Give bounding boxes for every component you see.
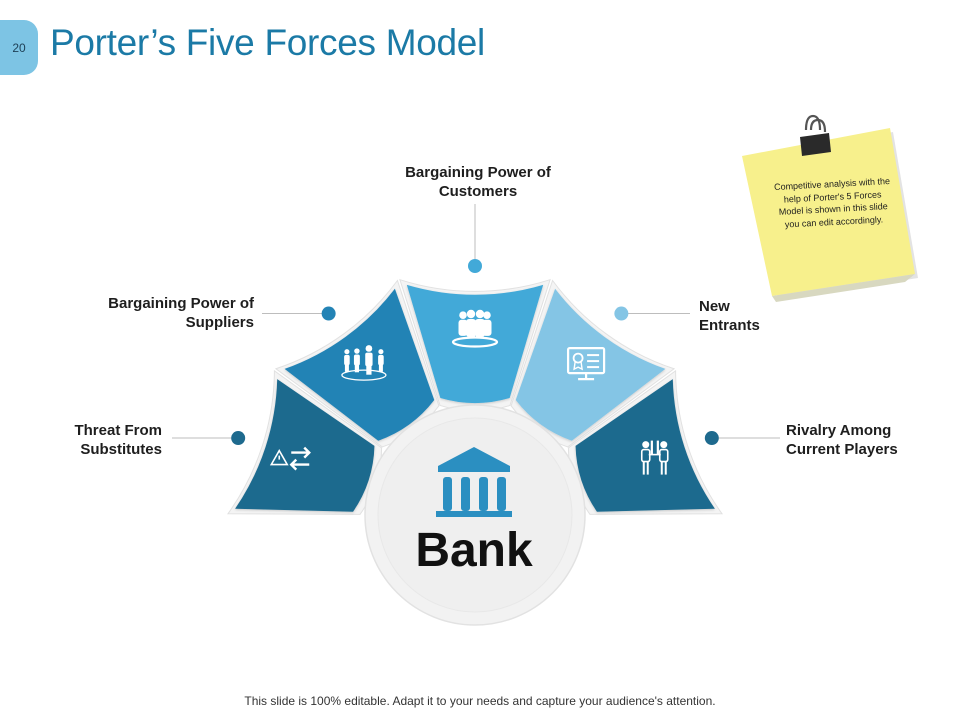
center-label: Bank: [415, 524, 533, 577]
slide-title: Porter’s Five Forces Model: [50, 22, 485, 63]
connector-dot: [321, 306, 336, 321]
connector-dot: [614, 306, 629, 321]
connector-dot: [704, 431, 719, 446]
slide-number-badge: 20: [0, 20, 38, 75]
force-icons: [269, 309, 669, 475]
force-label: Bargaining Power of Suppliers: [108, 295, 254, 331]
force-label: New Entrants: [699, 298, 760, 334]
certificate-monitor-icon: [566, 346, 606, 381]
force-label: Bargaining Power of Customers: [405, 164, 551, 200]
force-label: Rivalry Among Current Players: [786, 422, 898, 458]
supplier-group-icon: [341, 345, 387, 381]
connector-dot: [231, 431, 246, 446]
competitors-icon: [640, 440, 669, 475]
force-label: Threat From Substitutes: [74, 422, 162, 458]
binder-clip-icon: [800, 114, 831, 156]
sticky-note-paper: [742, 128, 915, 296]
slide-footer: This slide is 100% editable. Adapt it to…: [244, 694, 716, 708]
substitution-arrows-icon: [269, 446, 311, 471]
bank-building-icon: [436, 447, 512, 517]
force-segment: [406, 284, 544, 404]
force-segment: [235, 379, 375, 512]
slide-number: 20: [12, 40, 26, 55]
sticky-note: [742, 128, 918, 302]
sticky-note-text: Competitive analysis with the help of Po…: [773, 175, 891, 230]
connector-lines: [172, 204, 780, 446]
customer-group-icon: [451, 309, 499, 348]
connector-dot: [468, 259, 482, 273]
force-segment: [515, 288, 666, 441]
